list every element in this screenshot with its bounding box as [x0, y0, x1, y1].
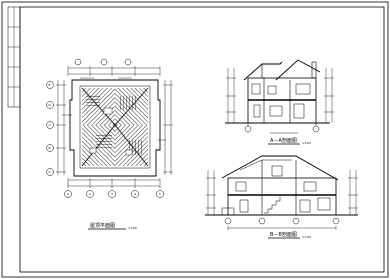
axis-label-2: 2 [89, 192, 91, 196]
axis-label-b: B [48, 146, 51, 150]
axis-label-e: E [48, 83, 51, 87]
roof-plan-title: 屋顶平面图 [90, 223, 116, 229]
axis-label-4: 4 [134, 192, 136, 196]
axis-label-c: C [48, 123, 51, 127]
section-b [205, 155, 358, 239]
section-a-title: A－A剖面图 [270, 138, 297, 144]
roof-plan [46, 58, 173, 198]
axis-label-1: 1 [67, 192, 69, 196]
binding-margin [7, 6, 21, 108]
axis-label-3: 3 [111, 192, 113, 196]
drawing-frame [19, 6, 385, 273]
axis-label-5: 5 [159, 192, 161, 196]
section-a-scale: 1:100 [302, 141, 311, 145]
axis-label-d: D [48, 103, 51, 107]
axis-label-a: A [48, 170, 51, 174]
roof-tiles [81, 87, 149, 167]
section-b-title: B－B剖面图 [270, 232, 297, 238]
section-b-scale: 1:100 [302, 235, 311, 239]
section-a [225, 59, 334, 145]
roof-plan-scale: 1:100 [128, 226, 137, 230]
